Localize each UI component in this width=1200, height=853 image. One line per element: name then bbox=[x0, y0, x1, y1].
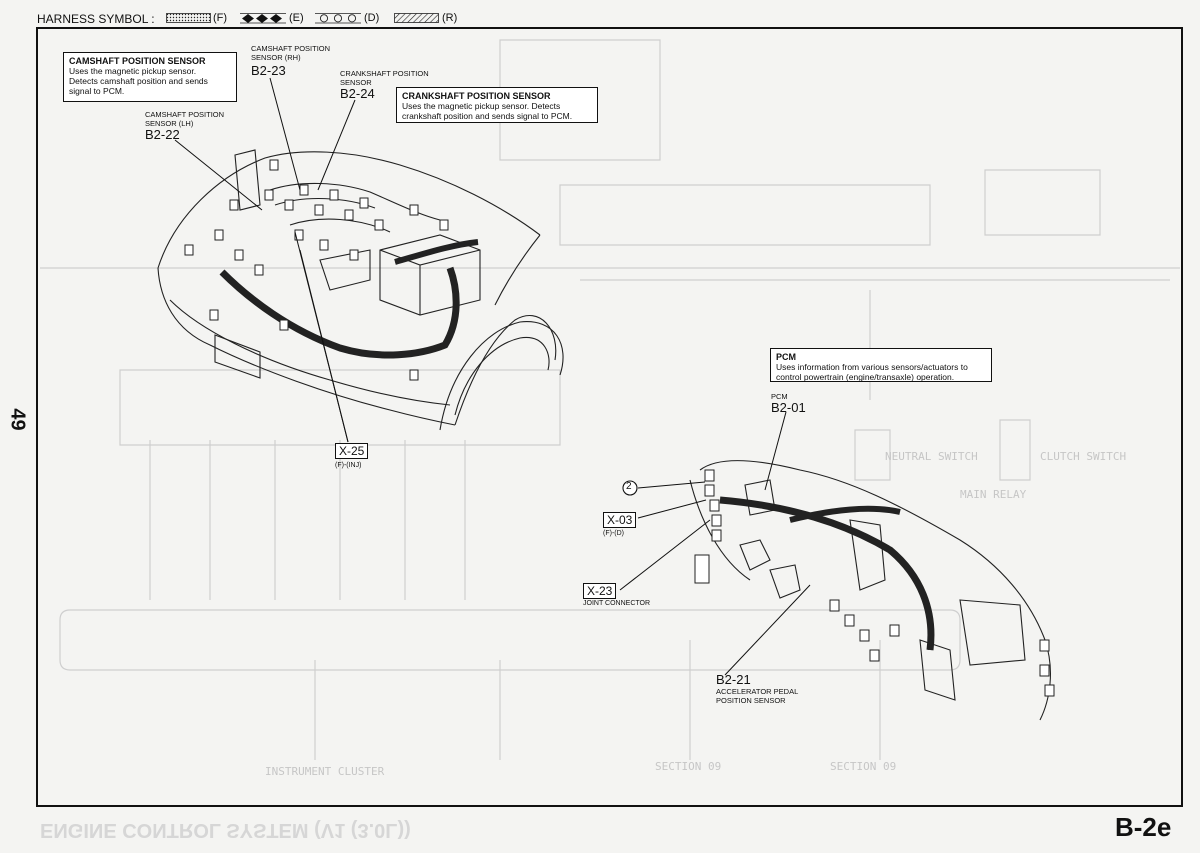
callout-title: CRANKSHAFT POSITION SENSOR bbox=[402, 91, 551, 101]
cmp-rh-label: SENSOR (RH) bbox=[251, 53, 301, 62]
legend-key: (F) bbox=[213, 12, 228, 24]
callout-line: signal to PCM. bbox=[69, 86, 125, 96]
circle-pattern-icon bbox=[315, 13, 361, 24]
ckp-code: B2-24 bbox=[340, 86, 375, 101]
circle-marker-2: 2 bbox=[626, 481, 632, 492]
callout-line: Uses information from various sensors/ac… bbox=[776, 362, 968, 372]
app-sensor-code: B2-21 bbox=[716, 672, 751, 687]
pcm-callout: PCM Uses information from various sensor… bbox=[770, 348, 992, 382]
cmp-rh-label: CAMSHAFT POSITION bbox=[251, 44, 331, 53]
x03-sub: (F)-(D) bbox=[603, 530, 624, 537]
callout-line: Uses the magnetic pickup sensor. Detects bbox=[402, 101, 561, 111]
camshaft-sensor-callout: CAMSHAFT POSITION SENSOR Uses the magnet… bbox=[63, 52, 237, 102]
app-sensor-label: POSITION SENSOR bbox=[716, 696, 786, 705]
callout-title: PCM bbox=[776, 352, 796, 362]
callout-line: Detects camshaft position and sends bbox=[69, 76, 208, 86]
footer-title-mirrored: ENGINE CONTROL SYSTEM (V1 (3.0L)) bbox=[40, 819, 411, 841]
ghost-label: INSTRUMENT CLUSTER bbox=[265, 765, 385, 778]
x03-connector-code: X-03 bbox=[603, 512, 637, 528]
pcm-label: PCM bbox=[771, 392, 788, 401]
ghost-label: CLUTCH SWITCH bbox=[1040, 450, 1127, 463]
cmp-lh-code: B2-22 bbox=[145, 127, 180, 142]
legend-title: HARNESS SYMBOL : bbox=[37, 12, 155, 26]
hatched-pattern-icon bbox=[394, 13, 439, 23]
x25-sub: (F)-(INJ) bbox=[335, 462, 362, 469]
callout-title: CAMSHAFT POSITION SENSOR bbox=[69, 56, 206, 66]
diagram-frame bbox=[36, 27, 1183, 807]
ghost-label: NEUTRAL SWITCH bbox=[885, 450, 978, 463]
ghost-label: SECTION 09 bbox=[655, 760, 722, 773]
callout-line: control powertrain (engine/transaxle) op… bbox=[776, 372, 955, 382]
x23-connector-code: X-23 bbox=[583, 583, 617, 599]
dotted-pattern-icon bbox=[166, 13, 211, 23]
ckp-label: CRANKSHAFT POSITION bbox=[340, 69, 429, 78]
pcm-code: B2-01 bbox=[771, 400, 806, 415]
ghost-label: SECTION 09 bbox=[830, 760, 897, 773]
callout-line: crankshaft position and sends signal to … bbox=[402, 111, 573, 121]
cmp-lh-label: CAMSHAFT POSITION bbox=[145, 110, 225, 119]
cmp-lh-label: SENSOR (LH) bbox=[145, 119, 194, 128]
ghost-label: MAIN RELAY bbox=[960, 488, 1027, 501]
x23-sub: JOINT CONNECTOR bbox=[583, 600, 651, 607]
crankshaft-sensor-callout: CRANKSHAFT POSITION SENSOR Uses the magn… bbox=[396, 87, 598, 123]
legend-key: (D) bbox=[364, 12, 380, 24]
callout-line: Uses the magnetic pickup sensor. bbox=[69, 66, 197, 76]
legend-key: (E) bbox=[289, 12, 304, 24]
ckp-label: SENSOR bbox=[340, 78, 372, 87]
x25-connector-code: X-25 bbox=[335, 443, 369, 459]
cmp-rh-code: B2-23 bbox=[251, 63, 286, 78]
diamond-pattern-icon bbox=[240, 13, 286, 24]
legend-key: (R) bbox=[442, 12, 458, 24]
page-code: B-2e bbox=[1115, 812, 1172, 842]
app-sensor-label: ACCELERATOR PEDAL bbox=[716, 687, 799, 696]
